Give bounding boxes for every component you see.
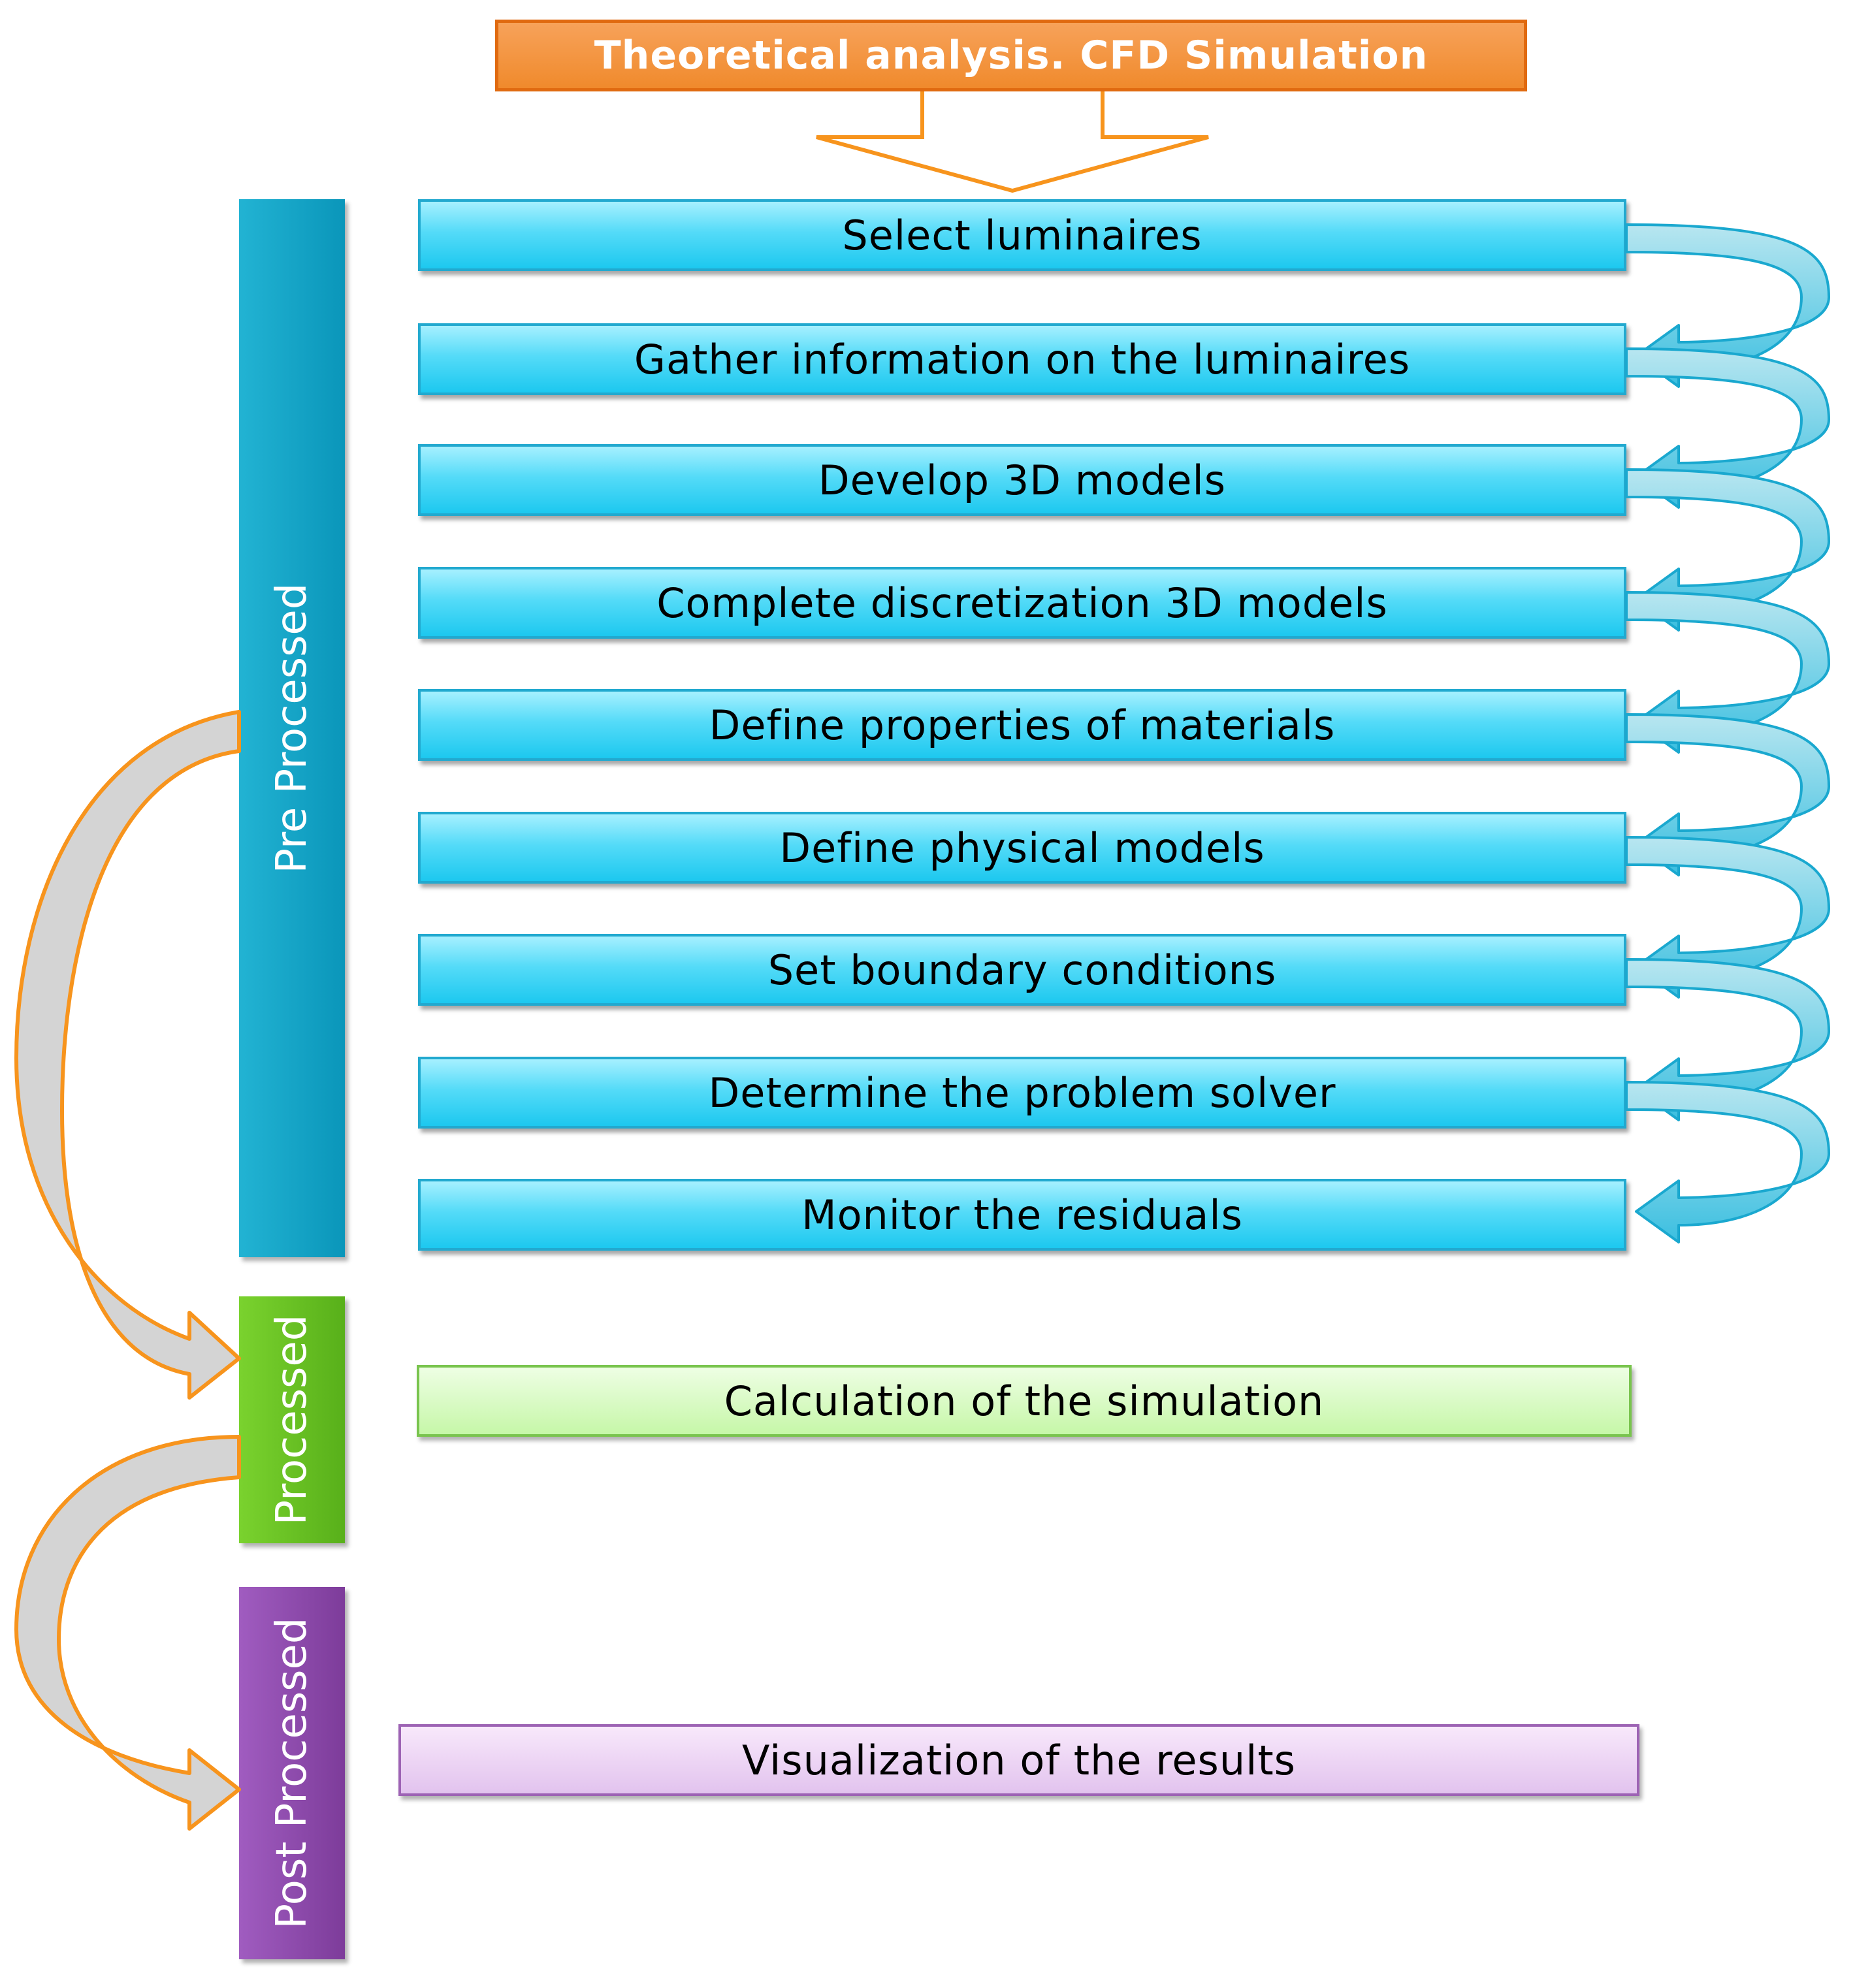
curl-arrow [1625,468,1830,632]
phase-bar-pre-processed: Pre Processed [239,199,345,1257]
curl-arrow [1625,836,1830,999]
step-box-gather-information: Gather information on the luminaires [418,323,1626,395]
curl-arrow [1625,591,1830,754]
title-down-arrow [816,91,1209,193]
phase-bar-post-processed: Post Processed [239,1587,345,1959]
step-box-complete-discretization: Complete discretization 3D models [418,567,1626,639]
curl-arrow [1625,347,1830,509]
step-box-visualization: Visualization of the results [398,1724,1639,1796]
curl-arrow [1625,223,1830,388]
processed-to-post-arrow [14,1435,241,1831]
step-box-develop-3d-models: Develop 3D models [418,444,1626,516]
curl-arrow [1625,713,1830,876]
pre-to-processed-arrow [14,710,241,1400]
curl-arrow [1625,958,1830,1121]
step-box-define-properties: Define properties of materials [418,689,1626,761]
step-box-determine-solver: Determine the problem solver [418,1057,1626,1129]
curl-arrows [1625,223,1830,1243]
diagram-title: Theoretical analysis. CFD Simulation [495,20,1527,91]
phase-bar-processed: Processed [239,1296,345,1543]
curl-arrow [1625,1081,1830,1243]
step-box-monitor-residuals: Monitor the residuals [418,1179,1626,1251]
step-box-define-physical-models: Define physical models [418,812,1626,884]
step-box-set-boundary-conditions: Set boundary conditions [418,934,1626,1006]
step-box-calculation: Calculation of the simulation [417,1365,1632,1437]
step-box-select-luminaires: Select luminaires [418,199,1626,271]
